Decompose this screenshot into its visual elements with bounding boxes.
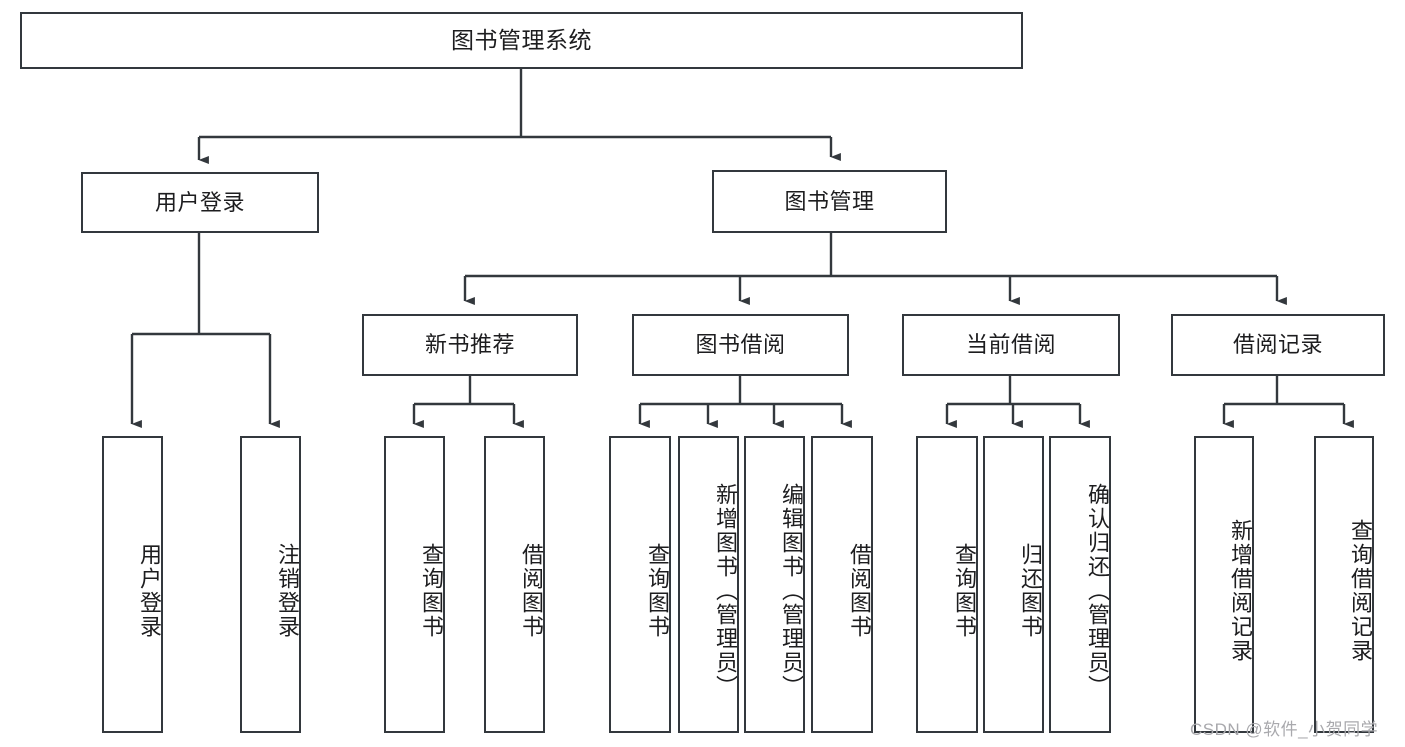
leaf-edit-book-admin-label: 编辑图书（管理员） [779,482,804,699]
leaf-add-borrow-record-label: 新增借阅记录 [1228,518,1253,663]
leaf-confirm-return-admin[interactable]: 确认归还（管理员） [1049,436,1111,733]
node-user-login[interactable]: 用户登录 [81,172,319,233]
node-user-login-label: 用户登录 [154,189,245,215]
node-book-borrow[interactable]: 图书借阅 [632,314,849,376]
leaf-logout[interactable]: 注销登录 [240,436,301,733]
leaf-add-book-admin-label: 新增图书（管理员） [713,482,738,699]
node-book-manage[interactable]: 图书管理 [712,170,947,233]
node-book-borrow-label: 图书借阅 [695,332,786,358]
leaf-query-book-rec[interactable]: 查询图书 [384,436,445,733]
leaf-user-login-label: 用户登录 [137,542,162,639]
leaf-query-book-rec-label: 查询图书 [419,542,444,639]
leaf-query-borrow-record-label: 查询借阅记录 [1348,518,1373,663]
node-current-borrow[interactable]: 当前借阅 [902,314,1120,376]
leaf-logout-label: 注销登录 [275,542,300,639]
node-new-book-rec-label: 新书推荐 [424,332,515,358]
leaf-borrow-book[interactable]: 借阅图书 [811,436,873,733]
leaf-query-borrow-record[interactable]: 查询借阅记录 [1314,436,1374,733]
leaf-query-book-borrow-label: 查询图书 [645,542,670,639]
node-root[interactable]: 图书管理系统 [20,12,1023,69]
node-book-manage-label: 图书管理 [784,188,875,214]
leaf-return-book[interactable]: 归还图书 [983,436,1044,733]
leaf-borrow-book-label: 借阅图书 [847,542,872,639]
node-root-label: 图书管理系统 [451,27,592,54]
leaf-add-borrow-record[interactable]: 新增借阅记录 [1194,436,1254,733]
node-current-borrow-label: 当前借阅 [965,332,1056,358]
leaf-edit-book-admin[interactable]: 编辑图书（管理员） [744,436,805,733]
leaf-return-book-label: 归还图书 [1018,542,1043,639]
leaf-query-book-borrow[interactable]: 查询图书 [609,436,671,733]
node-borrow-record-label: 借阅记录 [1232,332,1323,358]
leaf-borrow-book-rec[interactable]: 借阅图书 [484,436,545,733]
leaf-add-book-admin[interactable]: 新增图书（管理员） [678,436,739,733]
leaf-query-book-current[interactable]: 查询图书 [916,436,978,733]
node-borrow-record[interactable]: 借阅记录 [1171,314,1385,376]
leaf-user-login[interactable]: 用户登录 [102,436,163,733]
leaf-query-book-current-label: 查询图书 [952,542,977,639]
csdn-watermark: CSDN @软件_小贺同学 [1190,720,1379,739]
leaf-borrow-book-rec-label: 借阅图书 [519,542,544,639]
node-new-book-rec[interactable]: 新书推荐 [362,314,578,376]
leaf-confirm-return-admin-label: 确认归还（管理员） [1085,482,1110,699]
